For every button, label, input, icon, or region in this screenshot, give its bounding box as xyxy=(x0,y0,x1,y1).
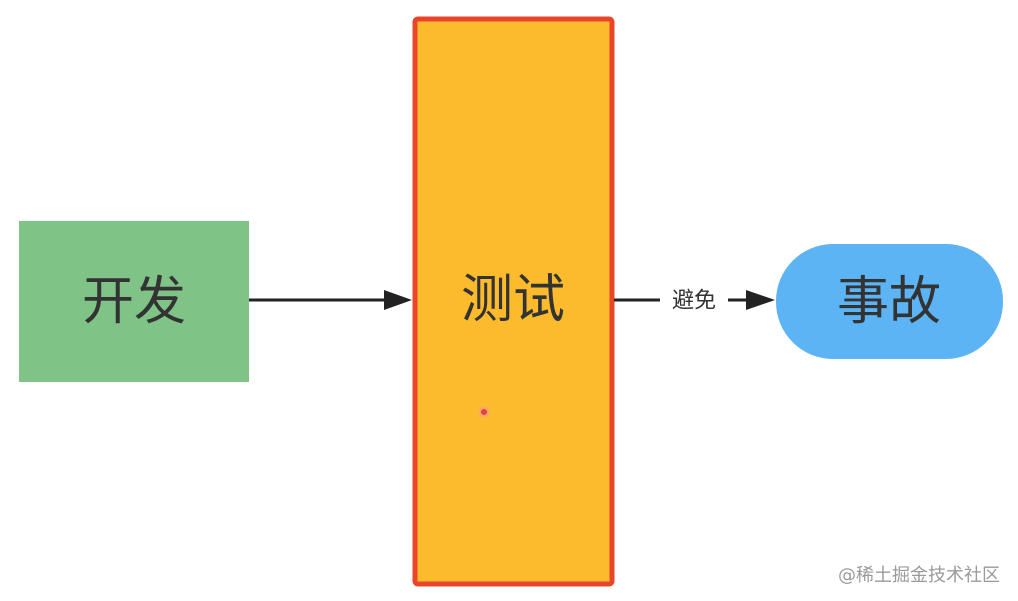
watermark: @稀土掘金技术社区 xyxy=(838,565,1000,586)
node-incident-shape xyxy=(776,244,1003,359)
mouse-pointer-dot xyxy=(479,407,489,417)
edge-develop-to-test-arrowhead xyxy=(384,290,412,310)
node-develop[interactable]: 开发 xyxy=(19,221,249,382)
node-develop-shape xyxy=(19,221,249,382)
edge-test-to-incident-label: 避免 xyxy=(672,289,716,314)
edge-develop-to-test xyxy=(249,290,412,310)
edge-test-to-incident: 避免 xyxy=(614,289,775,314)
node-develop-label: 开发 xyxy=(82,272,186,332)
node-test[interactable]: 测试 xyxy=(412,16,615,587)
node-incident[interactable]: 事故 xyxy=(776,244,1003,359)
edge-test-to-incident-arrowhead xyxy=(746,290,775,310)
node-test-label: 测试 xyxy=(461,270,565,330)
node-test-shape xyxy=(412,16,615,587)
node-incident-label: 事故 xyxy=(837,272,941,332)
